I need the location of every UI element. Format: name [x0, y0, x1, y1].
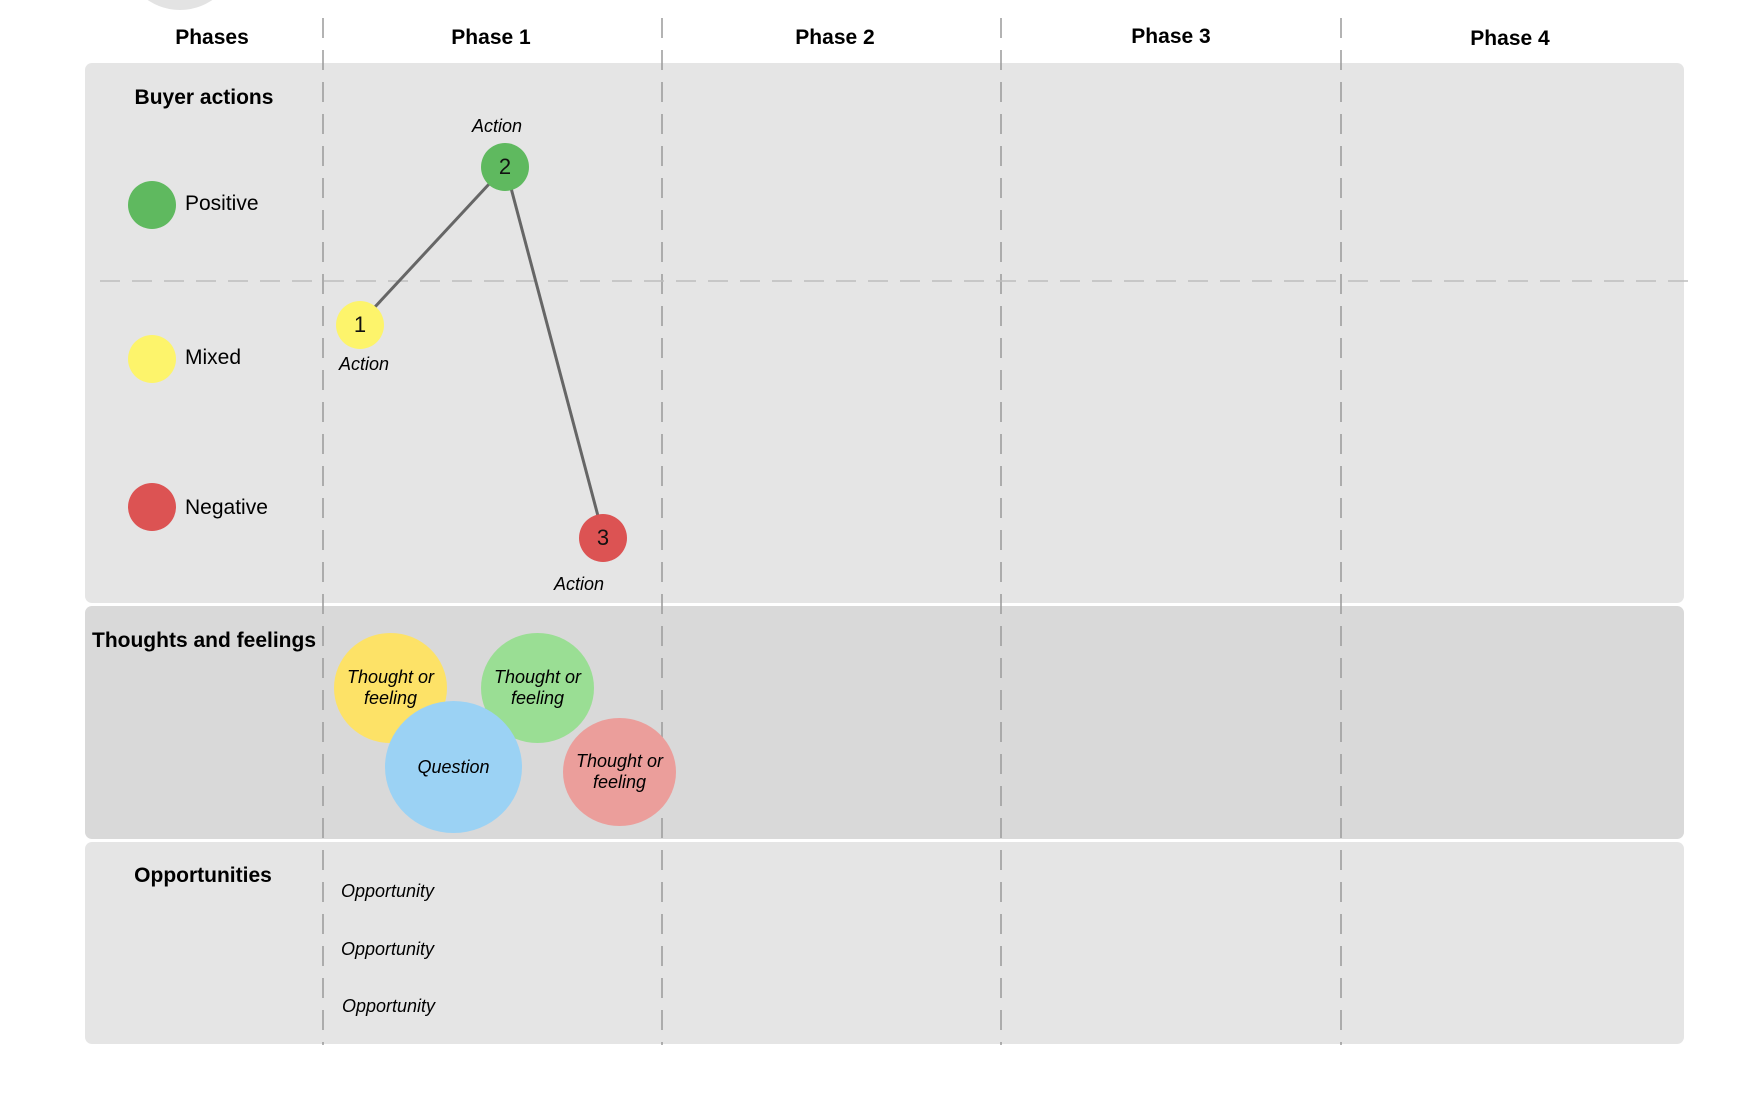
header-phase-3: Phase 3	[1131, 25, 1211, 48]
legend-negative-dot	[128, 483, 176, 531]
action-node-1: 1	[336, 301, 384, 349]
action-number-3: 3	[596, 525, 610, 550]
thought-bubble-green: Thought or feeling	[481, 633, 594, 743]
header-phase-1: Phase 1	[451, 26, 531, 49]
thought-bubble-yellow-text: Thought or feeling	[346, 667, 435, 708]
action-label-3: Action	[554, 574, 605, 594]
legend-mixed-dot	[128, 335, 176, 383]
row-title-thoughts: Thoughts and feelings	[92, 629, 316, 652]
legend-negative-label: Negative	[185, 496, 268, 519]
action-number-1: 1	[353, 312, 367, 337]
question-bubble-text: Question	[417, 756, 490, 777]
header-phase-4: Phase 4	[1470, 27, 1550, 50]
opportunities-band	[85, 842, 1684, 1044]
action-number-2: 2	[498, 154, 512, 179]
connector-2-3	[509, 187, 600, 517]
connector-1-2	[372, 181, 492, 310]
question-bubble: Question	[385, 701, 522, 833]
legend-positive-dot	[128, 181, 176, 229]
top-decoration-circle	[125, 0, 235, 10]
opportunity-item-1: Opportunity	[341, 881, 435, 901]
opportunity-item-2: Opportunity	[341, 939, 435, 959]
action-node-3: 3	[579, 514, 627, 562]
action-node-2: 2	[481, 143, 529, 191]
row-title-opportunities: Opportunities	[134, 864, 272, 887]
thought-bubble-green-text: Thought or feeling	[493, 667, 582, 708]
thought-bubble-red: Thought or feeling	[563, 718, 676, 826]
legend-positive-label: Positive	[185, 192, 259, 215]
header-phase-2: Phase 2	[795, 26, 875, 49]
action-label-2: Action	[472, 116, 523, 136]
thought-bubble-red-text: Thought or feeling	[575, 751, 664, 792]
row-title-buyer-actions: Buyer actions	[134, 86, 274, 109]
action-label-1: Action	[339, 354, 390, 374]
header-phases: Phases	[175, 26, 249, 49]
legend-mixed-label: Mixed	[185, 346, 242, 369]
opportunity-item-3: Opportunity	[342, 996, 436, 1016]
